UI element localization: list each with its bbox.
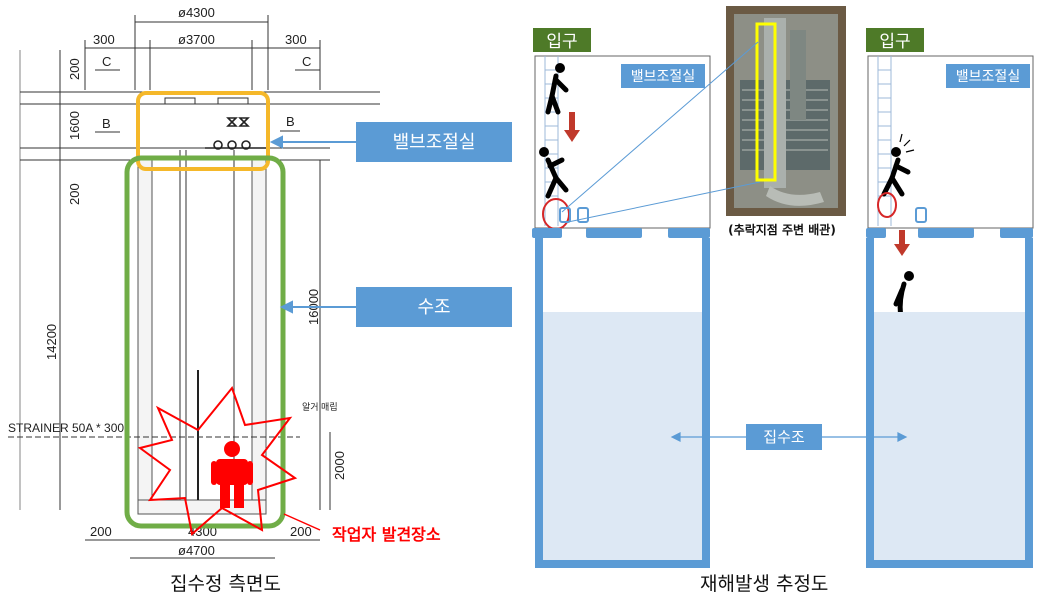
dim-inner-width: ø3700 xyxy=(178,32,215,47)
photo-link-line-bottom xyxy=(567,181,761,223)
dim-bottom-outer: ø4700 xyxy=(178,543,215,558)
left-caption: 집수정 측면도 xyxy=(170,573,281,595)
valve-room-label-right: 밸브조절실 xyxy=(956,69,1020,85)
dim-v-mid: 200 xyxy=(67,183,82,205)
valve-room-callout xyxy=(356,122,512,162)
sump-label: 집수조 xyxy=(763,428,805,446)
photo-caption: (추락지점 주변 배관) xyxy=(728,222,836,237)
section-c-right: C xyxy=(302,54,311,69)
entrance-tag-left xyxy=(533,28,591,52)
tank-highlight xyxy=(124,155,286,529)
section-b-right: B xyxy=(286,114,295,129)
right-caption: 재해발생 추정도 xyxy=(700,573,828,595)
dim-bottom-left: 200 xyxy=(90,524,112,539)
dim-side-right: 300 xyxy=(285,32,307,47)
dim-side-left: 300 xyxy=(93,32,115,47)
worker-figure-icon xyxy=(211,441,253,508)
dim-v-valve: 1600 xyxy=(67,111,82,140)
callout-arrows xyxy=(269,135,356,314)
worker-found-label: 작업자 발견장소 xyxy=(332,525,441,544)
fall-arrow-right-icon xyxy=(894,230,910,256)
scenario-before: 입구 밸브조절실 xyxy=(532,28,711,568)
accident-burst xyxy=(137,385,298,536)
losing-grip-person-icon xyxy=(881,147,911,197)
tank-callout xyxy=(356,287,512,327)
valve-room-label-left: 밸브조절실 xyxy=(631,69,695,85)
pipe-photo xyxy=(726,6,846,216)
dim-v-total-left: 14200 xyxy=(44,324,59,360)
climbing-person-icon xyxy=(545,63,569,115)
dim-outer-width: ø4300 xyxy=(178,5,215,20)
section-b-left: B xyxy=(102,116,111,131)
entrance-label-left: 입구 xyxy=(546,32,577,52)
entrance-label-right: 입구 xyxy=(879,32,910,52)
photo-link-line-top xyxy=(561,41,759,213)
dim-v-top: 200 xyxy=(67,58,82,80)
section-c-left: C xyxy=(102,54,111,69)
scenario-after: 입구 밸브조절실 xyxy=(866,28,1034,568)
entrance-tag-right xyxy=(866,28,924,52)
fall-arrow-left-icon xyxy=(564,112,580,142)
strainer-label: STRAINER 50A * 300 xyxy=(8,421,124,435)
small-note: 알거 매립 xyxy=(302,402,338,412)
valve-room-callout-text: 밸브조절실 xyxy=(393,132,476,153)
tank-callout-text: 수조 xyxy=(417,297,450,318)
shock-lines-icon xyxy=(899,133,915,153)
dim-v-bottom: 2000 xyxy=(332,451,347,480)
sump-double-arrow xyxy=(670,432,908,442)
sump-label-box xyxy=(746,424,822,450)
side-view-drawing: ø4300 300 ø3700 300 C C B B 200 1600 200… xyxy=(8,5,380,559)
worker-found-pointer xyxy=(283,513,321,531)
valve-room-highlight xyxy=(136,91,270,171)
slipping-person-icon xyxy=(539,147,569,199)
dim-bottom-right: 200 xyxy=(290,524,312,539)
